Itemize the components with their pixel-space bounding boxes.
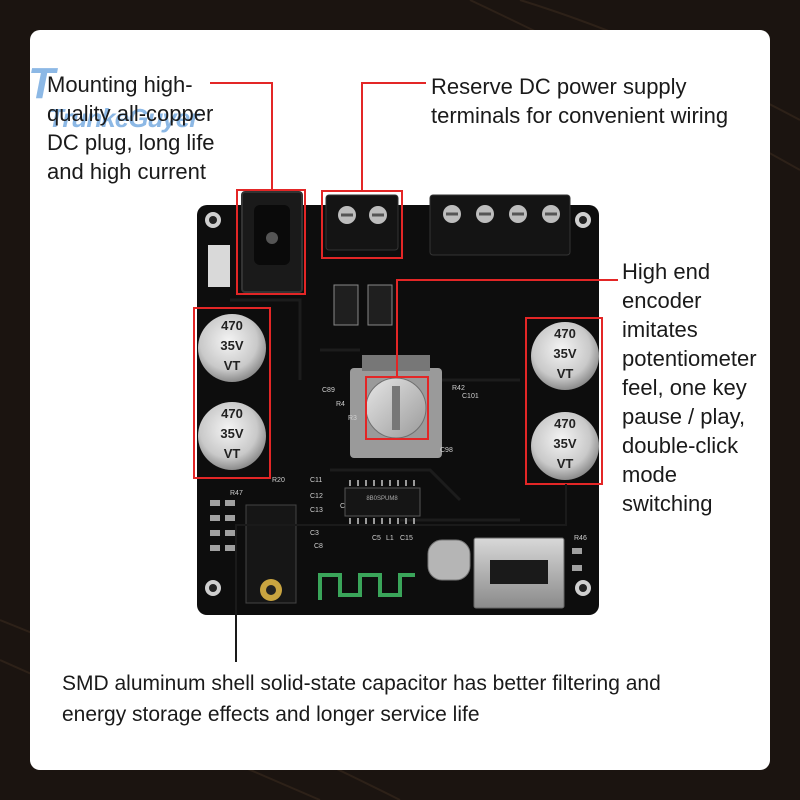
- svg-text:R42: R42: [452, 385, 465, 392]
- capacitor-left-top: 470 35V VT: [198, 314, 266, 382]
- antenna-trace: [318, 573, 415, 600]
- label-encoder: High end encoder imitates potentiometer …: [622, 259, 757, 516]
- svg-text:C89: C89: [322, 387, 335, 394]
- svg-text:R47: R47: [230, 490, 243, 497]
- callout-line-reserve-dc: [361, 82, 426, 191]
- smd-component: [367, 284, 393, 326]
- svg-text:35V: 35V: [220, 338, 243, 353]
- crystal-oscillator: [427, 539, 471, 581]
- svg-text:C98: C98: [440, 447, 453, 454]
- svg-text:C101: C101: [462, 393, 479, 400]
- svg-text:R3: R3: [348, 415, 357, 422]
- svg-text:R46: R46: [574, 535, 587, 542]
- svg-text:VT: VT: [224, 358, 241, 373]
- svg-text:C12: C12: [310, 493, 323, 500]
- svg-text:470: 470: [554, 326, 576, 341]
- watermark-logo: T TrunkeGuyer: [28, 59, 199, 133]
- svg-text:470: 470: [221, 406, 243, 421]
- capacitor-right-top: 470 35V VT: [531, 322, 599, 390]
- mounting-hole: [579, 216, 587, 224]
- svg-text:R20: R20: [272, 477, 285, 484]
- white-pad: [208, 245, 230, 287]
- capacitor-right-bottom: 470 35V VT: [531, 412, 599, 480]
- mounting-hole: [209, 216, 217, 224]
- svg-text:C8: C8: [314, 543, 323, 550]
- svg-text:VT: VT: [224, 446, 241, 461]
- capacitor-left-bottom: 470 35V VT: [198, 402, 266, 470]
- svg-text:L1: L1: [386, 535, 394, 542]
- smd-component: [333, 284, 359, 326]
- svg-text:35V: 35V: [553, 436, 576, 451]
- label-smd-capacitor: SMD aluminum shell solid-state capacitor…: [62, 672, 661, 726]
- svg-text:C3: C3: [310, 530, 319, 537]
- highlight-right-capacitors: [525, 317, 603, 485]
- mounting-hole: [579, 584, 587, 592]
- label-reserve-dc: Reserve DC power supply terminals for co…: [431, 74, 729, 128]
- ic-chip: [344, 487, 421, 517]
- svg-text:C11: C11: [310, 477, 322, 484]
- label-dc-plug: Mounting high- quality all-copper DC plu…: [47, 72, 215, 184]
- svg-text:R4: R4: [336, 401, 345, 408]
- svg-text:VT: VT: [557, 366, 574, 381]
- callout-line-dc-plug: [210, 82, 273, 190]
- svg-text:C5: C5: [372, 535, 381, 542]
- svg-text:8B0SPUM8: 8B0SPUM8: [366, 496, 398, 502]
- terminal-block-4pin: [429, 194, 571, 256]
- callout-line-capacitor: [235, 484, 567, 662]
- svg-text:35V: 35V: [553, 346, 576, 361]
- highlight-left-capacitors: [193, 307, 271, 479]
- svg-text:VT: VT: [557, 456, 574, 471]
- svg-text:470: 470: [554, 416, 576, 431]
- callout-line-encoder: [396, 279, 618, 377]
- svg-text:C15: C15: [400, 535, 413, 542]
- svg-text:470: 470: [221, 318, 243, 333]
- svg-text:C13: C13: [310, 507, 323, 514]
- terminal-block-2pin: [325, 194, 399, 251]
- mounting-hole: [209, 584, 217, 592]
- svg-text:35V: 35V: [220, 426, 243, 441]
